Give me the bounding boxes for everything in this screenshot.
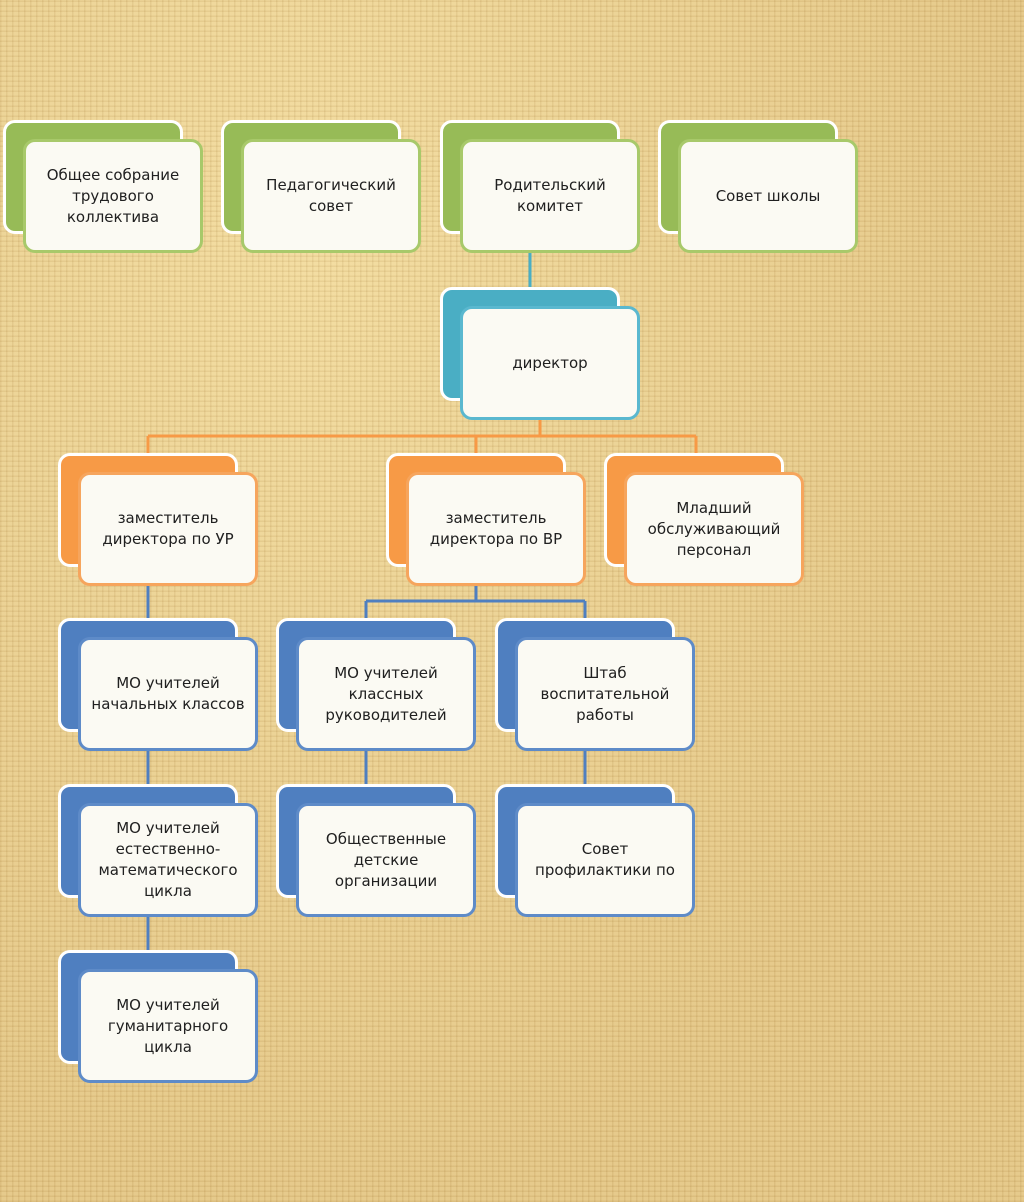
node-deputy-vr-label: заместитель директора по ВР — [429, 509, 563, 548]
node-public-orgs-label: Общественные детские организации — [325, 829, 447, 890]
node-director-label: директор — [512, 353, 588, 372]
node-junior-staff-label: Младший обслуживающий персонал — [647, 498, 781, 559]
node-mo-primary-label: МО учителей начальных классов — [91, 674, 245, 713]
node-mo-humanities-label: МО учителей гуманитарного цикла — [107, 995, 229, 1056]
node-parent-committee-label: Родительский комитет — [494, 176, 606, 215]
node-school-council-label: Совет школы — [715, 186, 821, 205]
node-deputy-ur-label: заместитель директора по УР — [102, 509, 234, 548]
node-mo-class-leaders-label: МО учителей классных руководителей — [325, 663, 447, 724]
node-prevention-council-label: Совет профилактики по — [535, 840, 675, 879]
node-ped-council-label: Педагогический совет — [266, 176, 396, 215]
node-general-meeting-label: Общее собрание трудового коллектива — [46, 165, 180, 226]
node-mo-science-label: МО учителей естественно-математического … — [98, 819, 238, 900]
node-hq-upbringing-label: Штаб воспитательной работы — [540, 663, 670, 724]
